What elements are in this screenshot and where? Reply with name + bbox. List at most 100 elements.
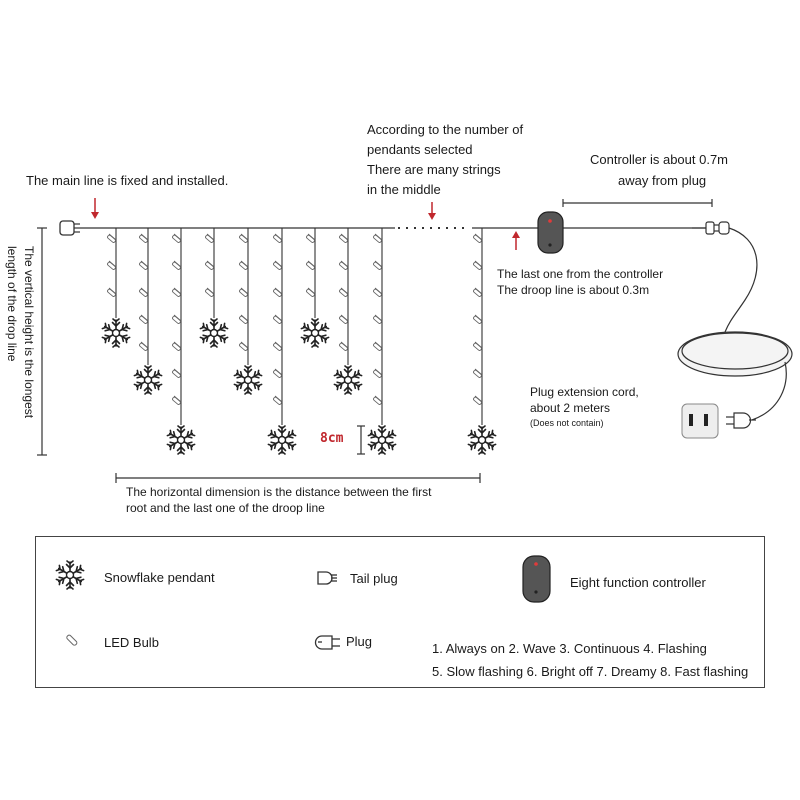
horizontal-note-line1: The horizontal dimension is the distance… <box>126 485 432 499</box>
led-bulb-icon <box>106 260 117 271</box>
legend-snowflake-label: Snowflake pendant <box>104 570 215 585</box>
led-bulb-icon <box>372 368 383 379</box>
last-one-note-line1: The last one from the controller <box>497 267 664 281</box>
plug-connector-icon <box>692 221 730 235</box>
led-bulb-icon <box>472 233 483 244</box>
led-bulb-icon <box>138 341 149 352</box>
legend-led-label: LED Bulb <box>104 635 159 650</box>
plug-icon <box>314 635 340 650</box>
snowflake-pendant-icon <box>233 365 263 395</box>
led-bulb-icon <box>171 341 182 352</box>
vertical-dimension <box>37 227 47 456</box>
legend-controller-label: Eight function controller <box>570 575 706 590</box>
main-line-note: The main line is fixed and installed. <box>26 173 229 188</box>
controller-distance-note-line1: Controller is about 0.7m <box>590 152 729 167</box>
pendants-note-line1: According to the number of <box>367 122 524 137</box>
led-bulb-icon <box>472 395 483 406</box>
horizontal-note-line2: root and the last one of the droop line <box>126 501 325 515</box>
extension-note-line2: about 2 meters <box>530 401 611 415</box>
led-bulb-icon <box>106 233 117 244</box>
led-bulb-icon <box>204 233 215 244</box>
legend-box <box>35 536 765 688</box>
snowflake-pendant-icon <box>367 425 397 455</box>
snowflake-pendant-icon <box>267 425 297 455</box>
led-bulb-icon <box>171 287 182 298</box>
pendants-note-line2: pendants selected <box>367 142 473 157</box>
led-bulb-icon <box>106 287 117 298</box>
led-bulb-icon <box>66 634 78 646</box>
pendants-note-line4: in the middle <box>367 182 441 197</box>
led-bulb-icon <box>138 287 149 298</box>
led-bulb-icon <box>305 287 316 298</box>
led-bulb-icon <box>305 260 316 271</box>
led-bulb-icon <box>472 314 483 325</box>
pendant-gap-bracket <box>357 425 365 455</box>
led-bulb-icon <box>138 314 149 325</box>
led-bulb-icon <box>338 233 349 244</box>
vertical-height-line2: length of the drop line <box>5 246 19 362</box>
snowflake-pendant-icon <box>467 425 497 455</box>
legend-tail-plug-label: Tail plug <box>350 571 398 586</box>
controller-icon <box>522 555 551 603</box>
led-bulb-icon <box>372 287 383 298</box>
led-bulb-icon <box>472 287 483 298</box>
led-bulb-icon <box>238 314 249 325</box>
tail-plug-icon <box>59 220 80 236</box>
extension-note-line1: Plug extension cord, <box>530 385 639 399</box>
led-bulb-icon <box>472 368 483 379</box>
vertical-height-note: The vertical height is the longest lengt… <box>3 246 37 418</box>
led-bulb-icon <box>171 368 182 379</box>
led-bulb-icon <box>238 260 249 271</box>
snowflake-pendant-icon <box>133 365 163 395</box>
led-bulb-icon <box>372 260 383 271</box>
controller-icon <box>537 211 564 254</box>
led-bulb-icon <box>272 233 283 244</box>
snowflake-pendant-icon <box>333 365 363 395</box>
led-bulb-icon <box>372 233 383 244</box>
led-bulb-icon <box>305 233 316 244</box>
led-bulb-icon <box>138 260 149 271</box>
pendants-note-line3: There are many strings <box>367 162 501 177</box>
legend-modes-line1: 1. Always on 2. Wave 3. Continuous 4. Fl… <box>432 641 707 656</box>
led-bulb-icon <box>372 395 383 406</box>
led-bulb-icon <box>272 341 283 352</box>
controller-distance-bracket <box>562 199 713 207</box>
led-bulb-icon <box>338 314 349 325</box>
tail-plug-icon <box>317 571 337 585</box>
led-bulb-icon <box>171 260 182 271</box>
led-bulb-icon <box>171 233 182 244</box>
drop-lines <box>101 228 497 455</box>
led-bulb-icon <box>238 287 249 298</box>
led-bulb-icon <box>238 233 249 244</box>
extension-cord-coil <box>677 227 793 421</box>
led-bulb-icon <box>372 314 383 325</box>
pendant-gap-label: 8cm <box>320 431 344 446</box>
led-bulb-icon <box>472 260 483 271</box>
led-bulb-icon <box>338 260 349 271</box>
snowflake-pendant-icon <box>300 318 330 348</box>
snowflake-pendant-icon <box>166 425 196 455</box>
led-bulb-icon <box>204 287 215 298</box>
legend-plug-label: Plug <box>346 634 373 649</box>
plug-icon <box>726 412 756 429</box>
led-bulb-icon <box>238 341 249 352</box>
led-bulb-icon <box>338 341 349 352</box>
led-bulb-icon <box>272 368 283 379</box>
snowflake-pendant-icon <box>199 318 229 348</box>
led-bulb-icon <box>171 314 182 325</box>
led-bulb-icon <box>372 341 383 352</box>
wall-socket-icon <box>681 403 719 439</box>
led-bulb-icon <box>338 287 349 298</box>
led-bulb-icon <box>272 260 283 271</box>
led-bulb-icon <box>138 233 149 244</box>
vertical-height-line1: The vertical height is the longest <box>22 246 36 419</box>
snowflake-pendant-icon <box>101 318 131 348</box>
extension-note-exclusion: (Does not contain) <box>530 418 604 428</box>
legend-modes-line2: 5. Slow flashing 6. Bright off 7. Dreamy… <box>432 664 749 679</box>
led-bulb-icon <box>171 395 182 406</box>
controller-distance-note-line2: away from plug <box>618 173 707 188</box>
horizontal-dimension <box>115 473 481 483</box>
led-bulb-icon <box>272 314 283 325</box>
last-one-note-line2: The droop line is about 0.3m <box>497 283 650 297</box>
